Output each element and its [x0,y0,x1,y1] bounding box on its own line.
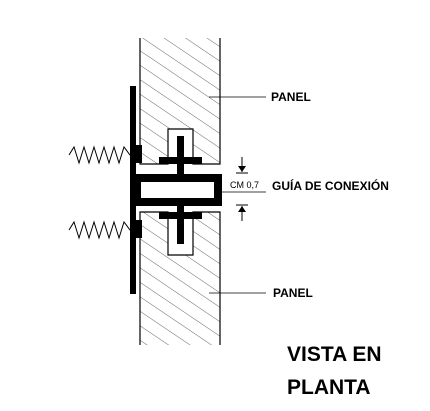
label-panel-bottom: PANEL [273,286,313,300]
upper-clip [134,145,142,163]
label-dimension: CM 0,7 [230,180,259,190]
lower-clip [134,220,142,238]
dimension-marker [222,157,266,221]
lower-spring [68,220,134,240]
title-line-1: VISTA EN [287,343,382,366]
title-line-2: PLANTA [287,376,371,399]
label-panel-top: PANEL [271,90,311,104]
upper-spring [68,145,134,165]
mounting-plate [130,86,136,294]
label-connection-guide: GUÍA DE CONEXIÓN [272,178,389,193]
connection-guide [134,136,222,244]
